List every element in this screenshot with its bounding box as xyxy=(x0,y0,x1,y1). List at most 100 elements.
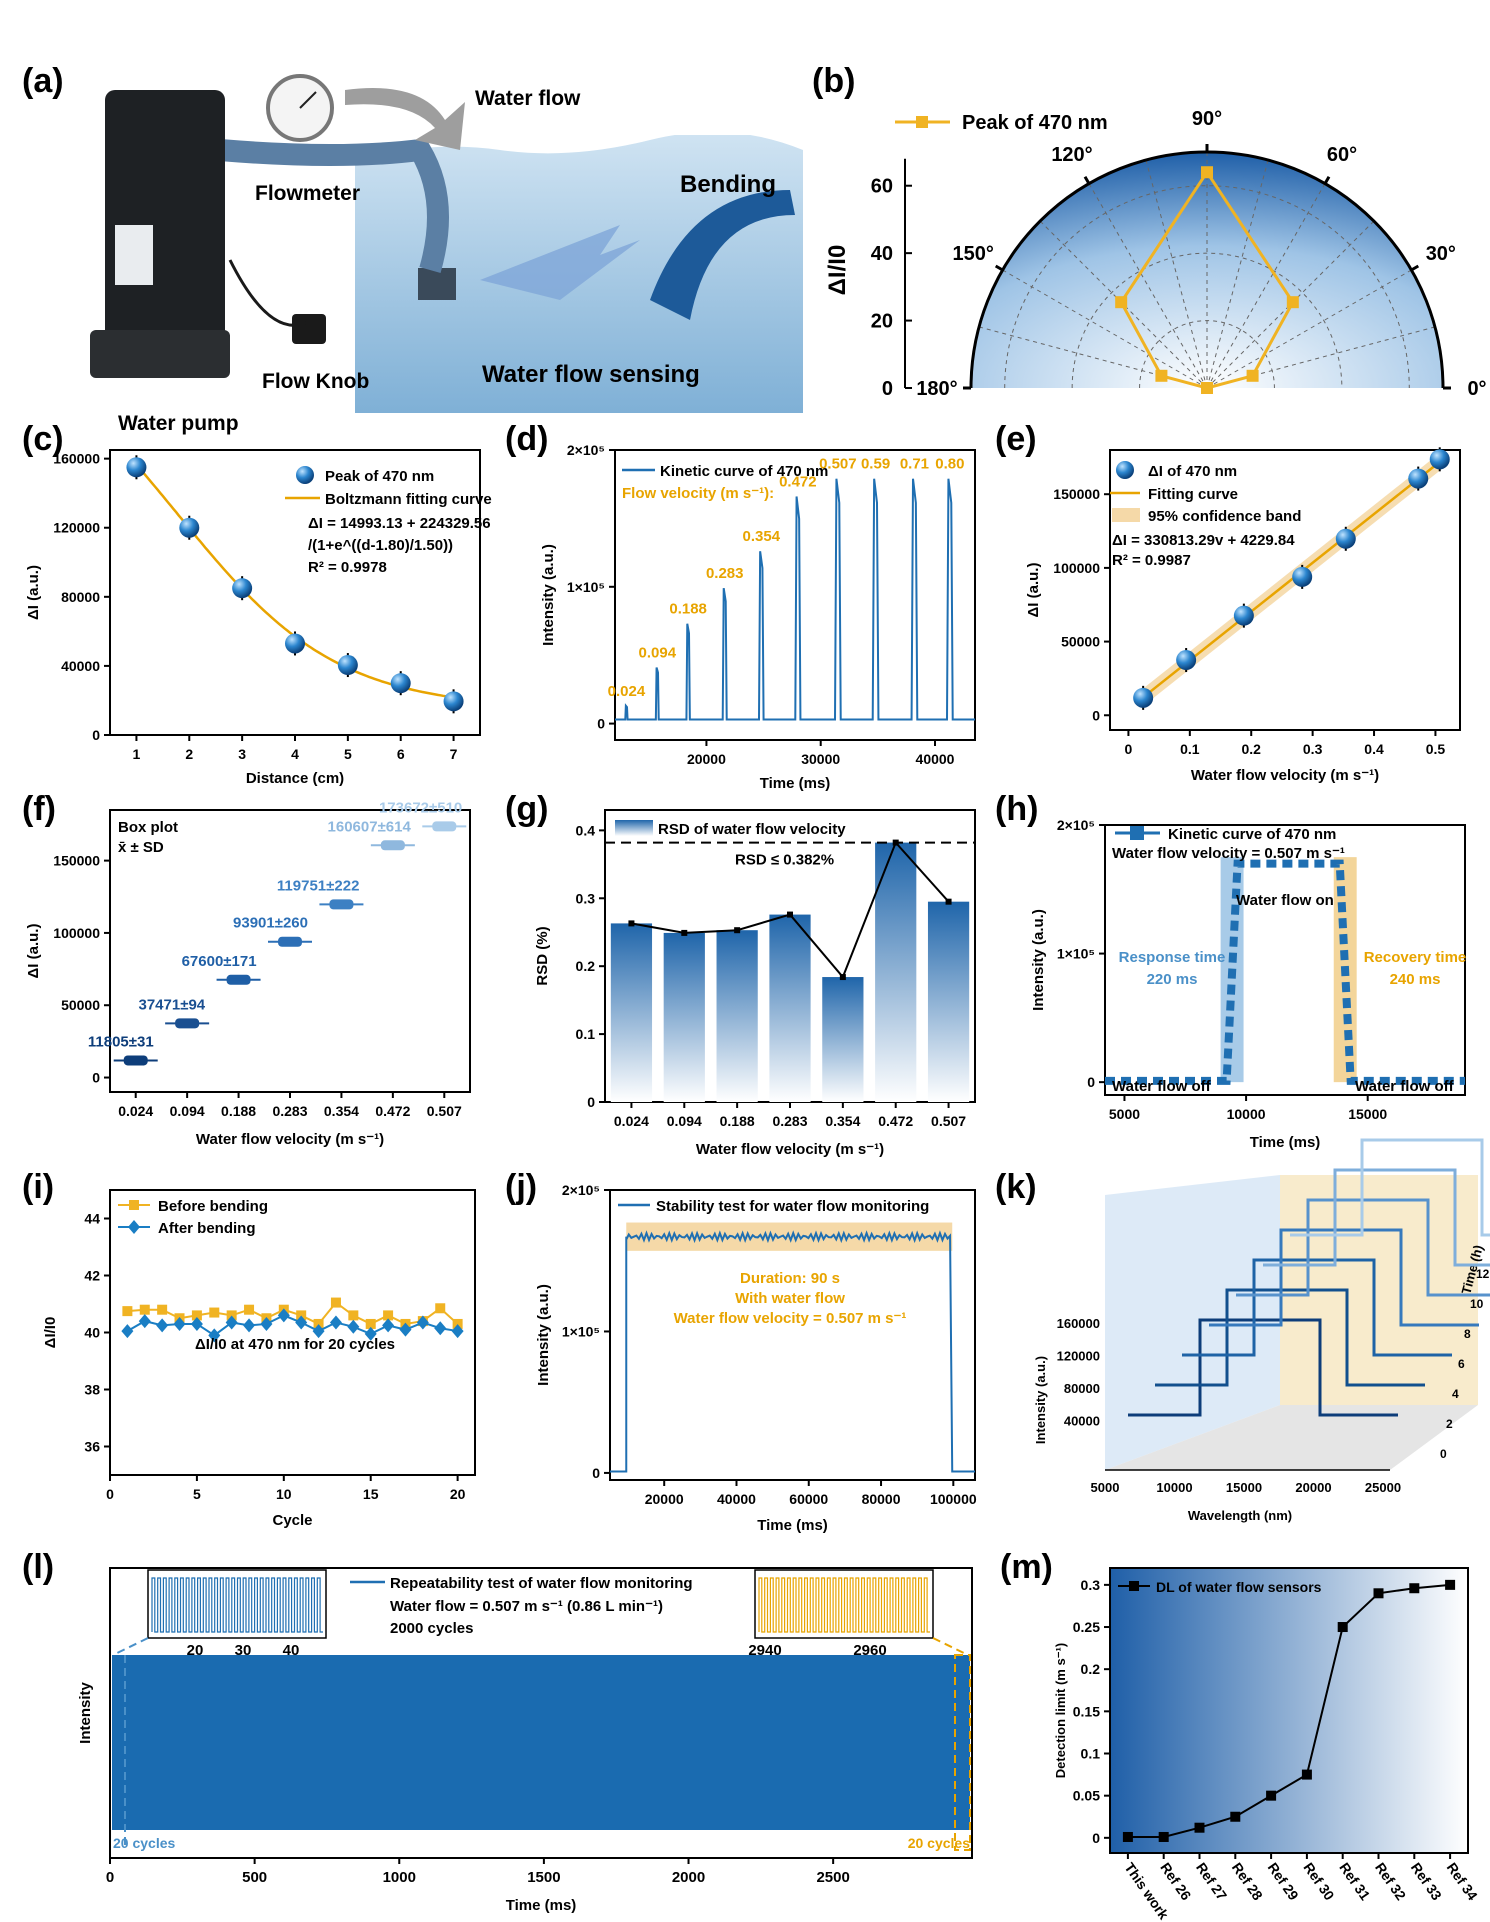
polar-data-point xyxy=(1155,369,1168,382)
g-bar xyxy=(716,930,758,1102)
k-z-tick-label: 10 xyxy=(1470,1297,1484,1311)
j-y-axis-label: Intensity (a.u.) xyxy=(535,1284,552,1386)
f-x-tick-label: 0.354 xyxy=(324,1103,359,1119)
h-x-tick-label: 5000 xyxy=(1109,1106,1140,1122)
d-x-tick-label: 40000 xyxy=(916,751,955,767)
e-data-point xyxy=(1335,528,1356,549)
h-y-tick-label: 0 xyxy=(1087,1074,1095,1090)
h-recovery-label: Recovery time xyxy=(1364,949,1467,966)
i-data-point xyxy=(190,1316,203,1331)
j-annotation-line: Duration: 90 s xyxy=(740,1270,840,1287)
l-inset-right-tick: 2940 xyxy=(748,1642,781,1659)
polar-angle-label: 30° xyxy=(1426,243,1456,265)
polar-angle-tick xyxy=(1323,175,1331,185)
h-x-tick-label: 10000 xyxy=(1227,1106,1266,1122)
m-data-point xyxy=(1409,1583,1420,1594)
j-x-tick-label: 40000 xyxy=(717,1491,756,1507)
k-left-wall xyxy=(1105,1175,1280,1470)
e-equation-line: R² = 0.9987 xyxy=(1112,552,1191,569)
label-bending: Bending xyxy=(680,171,776,198)
water-pump-illustration xyxy=(105,90,225,350)
i-data-point xyxy=(209,1307,220,1318)
flow-arrow-illustration xyxy=(345,88,465,150)
i-y-tick-label: 44 xyxy=(84,1211,100,1227)
i-data-point xyxy=(156,1318,169,1333)
l-y-axis-label: Intensity xyxy=(77,1682,94,1744)
k-y-tick-label: 40000 xyxy=(1064,1414,1100,1429)
e-x-tick-label: 0.4 xyxy=(1364,741,1384,757)
e-plot-frame xyxy=(1109,449,1461,731)
d-plot-frame xyxy=(614,449,976,741)
m-x-tick-label: Ref 31 xyxy=(1336,1860,1373,1904)
j-x-axis-label: Time (ms) xyxy=(757,1517,828,1534)
i-legend-text: After bending xyxy=(158,1220,256,1237)
panel-label-a: (a) xyxy=(22,62,64,100)
g-x-tick-label: 0.507 xyxy=(931,1113,966,1129)
h-legend-text: Kinetic curve of 470 nm xyxy=(1168,826,1336,843)
knob-cable-illustration xyxy=(228,259,309,327)
l-corner-label-left: 20 cycles xyxy=(113,1835,175,1851)
c-y-tick-label: 40000 xyxy=(61,658,100,674)
g-legend-swatch xyxy=(615,820,653,836)
g-x-tick-label: 0.354 xyxy=(825,1113,860,1129)
i-legend-text: Before bending xyxy=(158,1198,268,1215)
i-x-axis-label: Cycle xyxy=(272,1512,312,1529)
m-y-axis-label: Detection limit (m s⁻¹) xyxy=(1053,1643,1068,1778)
polar-r-tick-label: 20 xyxy=(871,311,893,333)
k-y-tick-label: 120000 xyxy=(1057,1349,1100,1364)
l-inset-left-tick: 20 xyxy=(187,1642,204,1659)
panel-label-b: (b) xyxy=(812,62,855,100)
d-y-tick-label: 2×10⁵ xyxy=(567,442,605,458)
e-y-tick-label: 0 xyxy=(1092,707,1100,723)
g-threshold-label: RSD ≤ 0.382% xyxy=(735,852,834,869)
h-subtitle: Water flow velocity = 0.507 m s⁻¹ xyxy=(1112,845,1345,862)
k-z-tick-label: 8 xyxy=(1464,1327,1471,1341)
polar-angle-tick xyxy=(1083,175,1091,185)
g-bar xyxy=(927,901,970,1102)
polar-r-axis-label: ΔI/I0 xyxy=(824,245,851,296)
panel-label-g: (g) xyxy=(505,790,548,828)
f-y-tick-label: 0 xyxy=(92,1070,100,1086)
d-peak-label: 0.024 xyxy=(608,683,646,700)
e-x-tick-label: 0.2 xyxy=(1241,741,1261,757)
i-y-axis-label: ΔI/I0 xyxy=(42,1317,59,1349)
d-legend-text: Kinetic curve of 470 nm xyxy=(660,463,828,480)
e-data-point xyxy=(1408,468,1429,489)
panel-label-c: (c) xyxy=(22,420,64,458)
hose-illustration xyxy=(219,138,449,274)
l-x-tick-label: 500 xyxy=(242,1869,267,1886)
k-z-tick-label: 12 xyxy=(1476,1267,1490,1281)
panel-label-m: (m) xyxy=(1000,1548,1053,1586)
panel-label-d: (d) xyxy=(505,420,548,458)
m-legend-text: DL of water flow sensors xyxy=(1156,1579,1322,1595)
k-waterfall-trace xyxy=(1128,1318,1398,1417)
i-data-point xyxy=(452,1318,463,1329)
m-y-tick-label: 0.05 xyxy=(1073,1788,1100,1804)
l-signal-fill xyxy=(112,1655,970,1830)
polar-data-point xyxy=(1201,166,1213,179)
polar-data-point xyxy=(1201,382,1213,394)
panel-label-i: (i) xyxy=(22,1168,54,1206)
h-kinetic-curve xyxy=(1105,859,1465,1085)
e-data-point xyxy=(1429,449,1450,470)
l-info-line: Water flow = 0.507 m s⁻¹ (0.86 L min⁻¹) xyxy=(390,1598,663,1615)
l-inset-right-tick: 2960 xyxy=(853,1642,886,1659)
l-inset-left-tick: 40 xyxy=(283,1642,300,1659)
e-x-tick-label: 0 xyxy=(1125,741,1133,757)
i-data-point xyxy=(330,1297,341,1308)
i-data-point xyxy=(312,1324,325,1339)
f-y-tick-label: 50000 xyxy=(61,997,100,1013)
i-data-point xyxy=(364,1326,377,1341)
polar-angle-label: 60° xyxy=(1327,144,1357,166)
water-jet-illustration xyxy=(480,225,640,300)
e-legend-text: 95% confidence band xyxy=(1148,508,1301,525)
d-x-tick-label: 30000 xyxy=(801,751,840,767)
pump-outlet-illustration xyxy=(115,225,153,285)
c-legend-text: Boltzmann fitting curve xyxy=(325,491,492,508)
